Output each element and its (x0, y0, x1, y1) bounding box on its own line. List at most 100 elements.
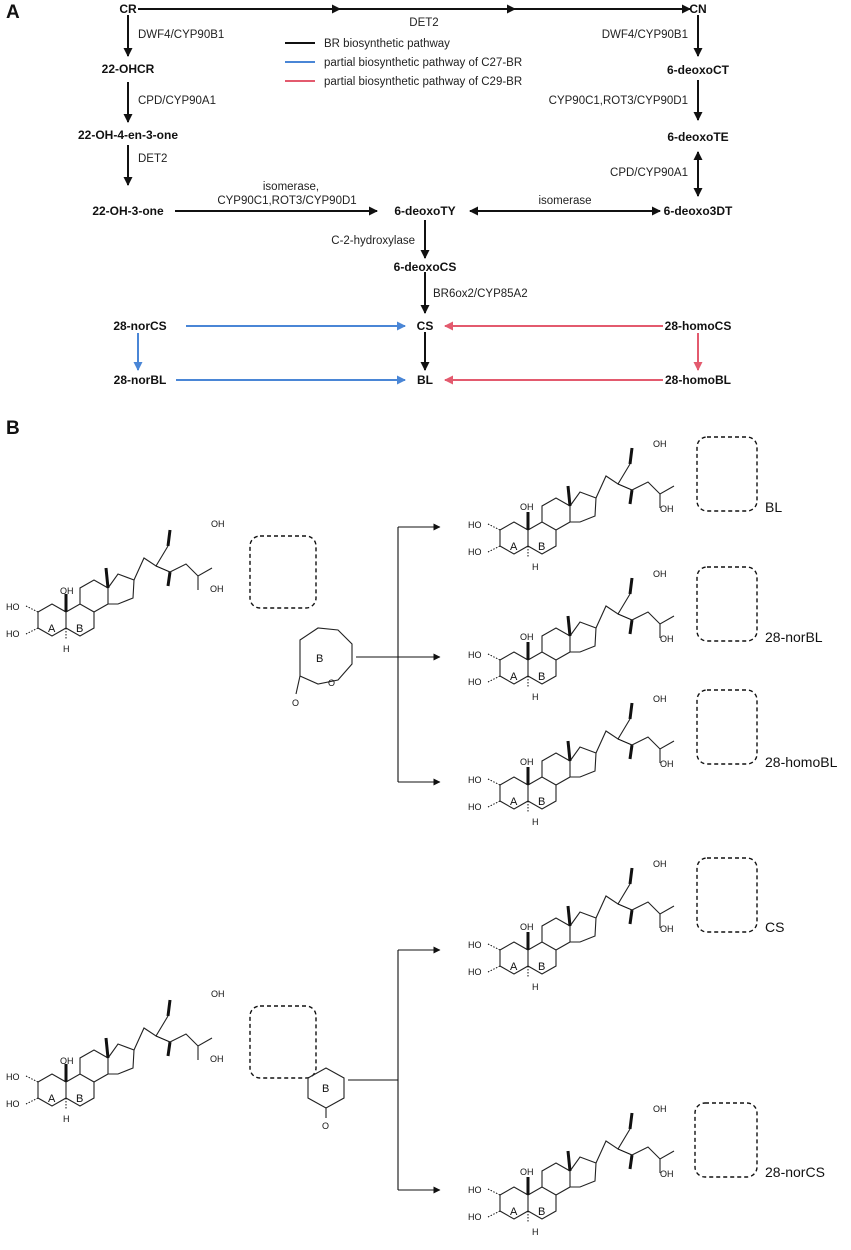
h-label: H (532, 817, 539, 827)
ring-a-label: A (510, 541, 518, 553)
ring-b-label: B (538, 1206, 545, 1218)
oh-label: OH (660, 504, 674, 514)
o-label: O (322, 1121, 329, 1131)
legend-label-c27: partial biosynthetic pathway of C27-BR (324, 57, 522, 69)
ring-a-label: A (48, 623, 56, 635)
oh-label: OH (520, 922, 534, 932)
compound-cn: CN (689, 2, 706, 16)
oh-label: HO (468, 775, 482, 785)
oh-label: OH (210, 1054, 224, 1064)
compound-6-deoxote: 6-deoxoTE (667, 130, 728, 144)
oh-label: OH (660, 759, 674, 769)
ring-b-label: B (322, 1083, 329, 1095)
structure-name-28-norbl: 28-norBL (765, 629, 823, 645)
oh-label: OH (653, 859, 667, 869)
ring-a-label: A (510, 796, 518, 808)
ring-b-label: B (538, 671, 545, 683)
ring-b-label: B (76, 623, 83, 635)
oh-label: OH (520, 1167, 534, 1177)
parent-structure-1: HO HO A B OH OH OH H (6, 519, 317, 654)
h-label: H (532, 982, 539, 992)
ring-a-label: A (510, 1206, 518, 1218)
ring-b-label: B (538, 961, 545, 973)
oh-label: OH (653, 439, 667, 449)
compound-22-ohcr: 22-OHCR (102, 62, 155, 76)
compound-cr: CR (119, 2, 137, 16)
enzyme-cpd-right: CPD/CYP90A1 (610, 167, 688, 179)
side-chain-box (249, 535, 317, 609)
structure-name-28-norcs: 28-norCS (765, 1164, 825, 1180)
compound-28-norbl: 28-norBL (114, 373, 167, 387)
branch-arrows-1 (356, 523, 441, 786)
h-label: H (532, 692, 539, 702)
oh-label: OH (60, 586, 74, 596)
oh-label: OH (211, 519, 225, 529)
compound-6-deoxocs: 6-deoxoCS (394, 260, 457, 274)
oh-label: HO (468, 677, 482, 687)
oh-label: OH (520, 632, 534, 642)
product-28-norcs: HO HO A B OH OH OH H 28-norCS (468, 1102, 825, 1237)
enzyme-br6ox2: BR6ox2/CYP85A2 (433, 288, 528, 300)
compound-6-deoxoty: 6-deoxoTY (394, 204, 455, 218)
oh-label: OH (520, 502, 534, 512)
o-label: O (328, 678, 335, 688)
enzyme-det2-top: DET2 (409, 17, 438, 29)
ring-b-label: B (538, 541, 545, 553)
enzyme-cpd-left: CPD/CYP90A1 (138, 95, 216, 107)
oh-label: OH (60, 1056, 74, 1066)
oh-label: OH (653, 694, 667, 704)
ring-a-label: A (48, 1093, 56, 1105)
h-label: H (532, 1227, 539, 1237)
compound-bl: BL (417, 373, 433, 387)
ketone-ring: B O (307, 1067, 345, 1131)
compound-22-oh-4-en-3-one: 22-OH-4-en-3-one (78, 128, 178, 142)
compound-28-homocs: 28-homoCS (665, 319, 732, 333)
structure-name-cs: CS (765, 919, 784, 935)
oh-label: OH (660, 924, 674, 934)
oh-label: HO (468, 802, 482, 812)
compound-28-norcs: 28-norCS (113, 319, 166, 333)
compound-28-homobl: 28-homoBL (665, 373, 731, 387)
enzyme-c2-hydroxylase: C-2-hydroxylase (331, 235, 415, 247)
side-chain-box (696, 689, 758, 765)
enzyme-isomerase-line2: CYP90C1,ROT3/CYP90D1 (217, 195, 356, 207)
oh-label: OH (660, 634, 674, 644)
oh-label: OH (210, 584, 224, 594)
oh-label: OH (653, 1104, 667, 1114)
side-chain-box (696, 566, 758, 642)
oh-label: HO (468, 1185, 482, 1195)
oh-label: HO (6, 1099, 20, 1109)
oh-label: HO (6, 1072, 20, 1082)
pathway-arrows-red (444, 321, 703, 385)
oh-label: HO (468, 1212, 482, 1222)
oh-label: HO (468, 967, 482, 977)
enzyme-isomerase-line1: isomerase, (263, 181, 319, 193)
compound-cs: CS (417, 319, 434, 333)
oh-label: HO (468, 547, 482, 557)
enzyme-dwf4-left: DWF4/CYP90B1 (138, 29, 224, 41)
oh-label: HO (468, 940, 482, 950)
side-chain-box (249, 1005, 317, 1079)
h-label: H (63, 1114, 70, 1124)
oh-label: HO (468, 520, 482, 530)
oh-label: HO (468, 650, 482, 660)
ring-b-label: B (76, 1093, 83, 1105)
h-label: H (532, 562, 539, 572)
parent-structure-2: HO HO A B OH OH OH H (6, 989, 317, 1124)
panel-label-b: B (6, 418, 20, 439)
lactone-ring: B O O (292, 627, 353, 708)
oh-label: OH (660, 1169, 674, 1179)
legend-label-c29: partial biosynthetic pathway of C29-BR (324, 76, 522, 88)
pathway-arrows-blue (133, 321, 406, 385)
enzyme-cyp-right: CYP90C1,ROT3/CYP90D1 (549, 95, 688, 107)
compound-6-deoxo3dt: 6-deoxo3DT (664, 204, 733, 218)
enzyme-det2-left: DET2 (138, 153, 167, 165)
side-chain-box (696, 857, 758, 933)
oh-label: OH (653, 569, 667, 579)
branch-arrows-2 (348, 946, 441, 1194)
structure-name-bl: BL (765, 499, 782, 515)
legend: BR biosynthetic pathway partial biosynth… (285, 38, 522, 88)
pathway-arrows-black (123, 4, 703, 371)
product-28-norbl: HO HO A B OH OH OH H 28-norBL (468, 566, 823, 702)
